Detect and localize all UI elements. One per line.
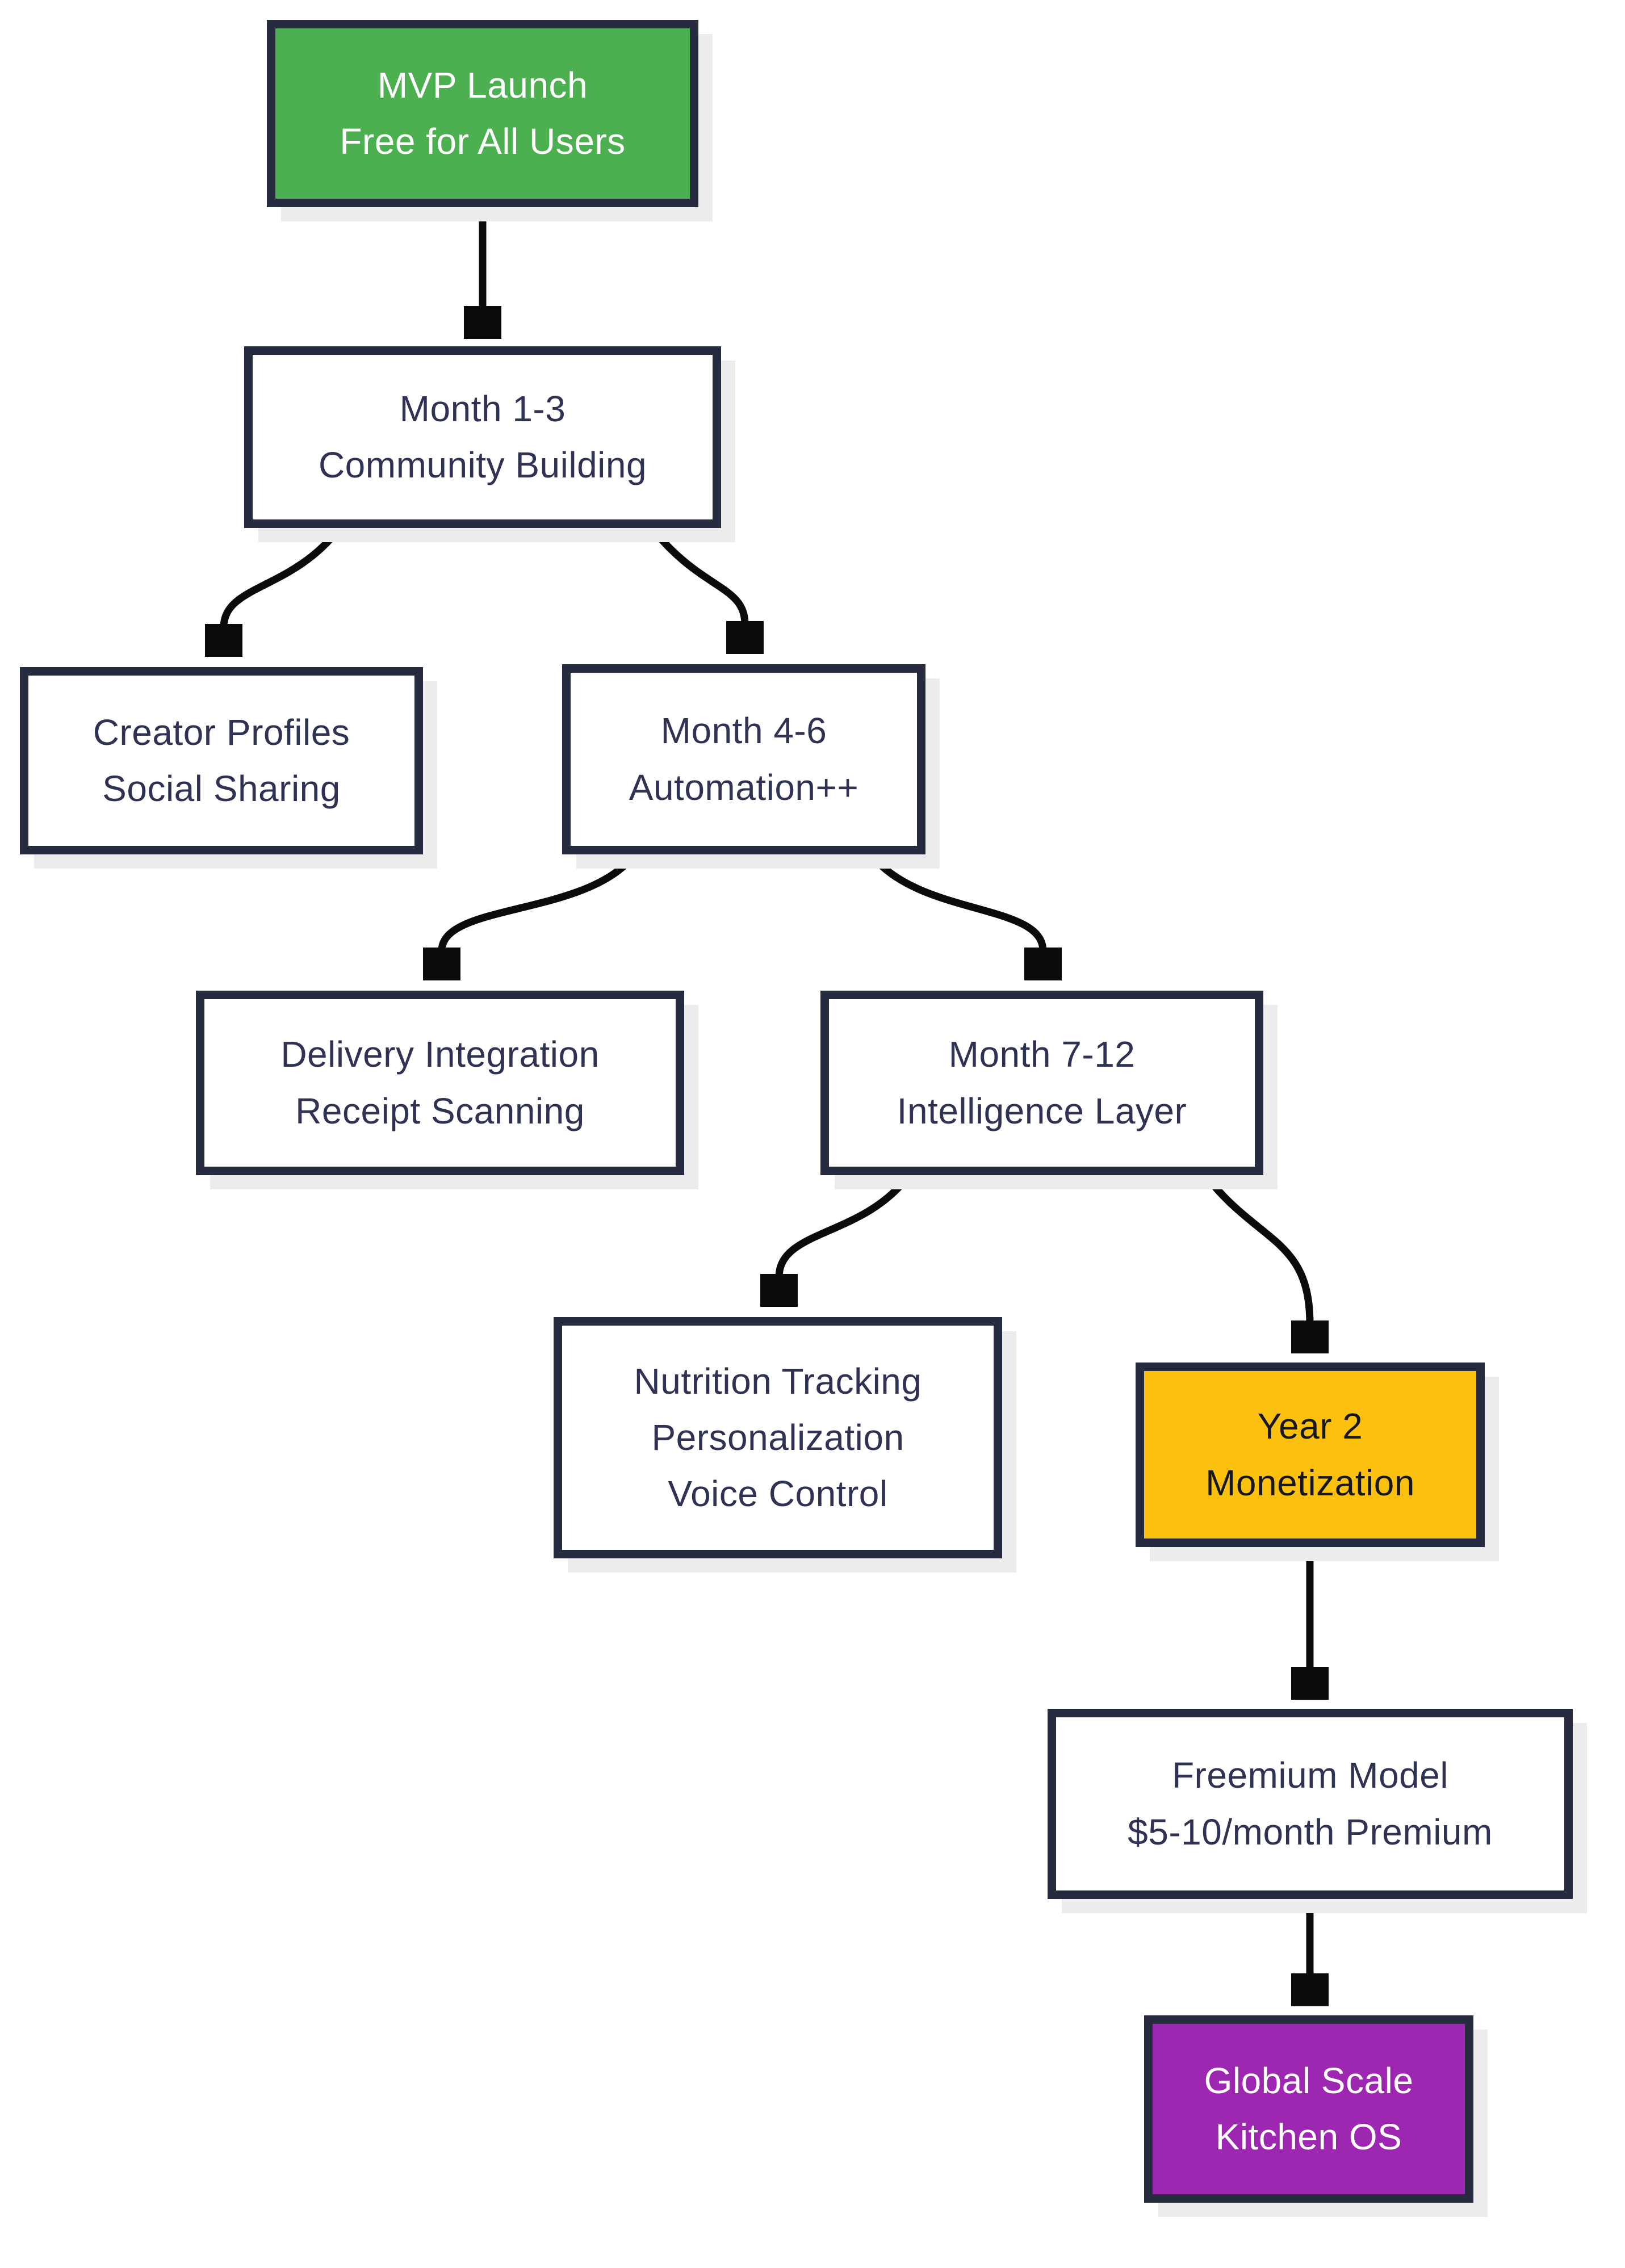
edge-month13-to-creator bbox=[224, 524, 344, 627]
edge-month13-to-month46 bbox=[648, 524, 745, 624]
node-nutrition-tracking: Nutrition Tracking Personalization Voice… bbox=[554, 1317, 1002, 1558]
node-line: Kitchen OS bbox=[1215, 2116, 1402, 2157]
node-freemium-model: Freemium Model $5-10/month Premium bbox=[1048, 1709, 1573, 1899]
node-line: Automation++ bbox=[629, 766, 859, 808]
node-line: Nutrition Tracking bbox=[634, 1360, 922, 1402]
node-line: Month 1-3 bbox=[399, 388, 566, 429]
node-line: Year 2 bbox=[1257, 1406, 1363, 1447]
node-line: MVP Launch bbox=[377, 64, 588, 106]
node-line: $5-10/month Premium bbox=[1128, 1811, 1493, 1852]
node-line: Delivery Integration bbox=[280, 1034, 600, 1075]
node-line: Personalization bbox=[651, 1416, 904, 1458]
node-year-2-monetization: Year 2 Monetization bbox=[1136, 1363, 1485, 1547]
edge-month46-to-month712 bbox=[867, 850, 1043, 951]
node-line: Monetization bbox=[1205, 1462, 1415, 1503]
node-line: Receipt Scanning bbox=[295, 1090, 585, 1131]
edge-month46-to-delivery bbox=[442, 850, 639, 951]
node-line: Free for All Users bbox=[340, 121, 626, 162]
node-mvp-launch: MVP Launch Free for All Users bbox=[267, 20, 698, 207]
node-line: Freemium Model bbox=[1171, 1755, 1449, 1796]
node-month-7-12: Month 7-12 Intelligence Layer bbox=[820, 991, 1263, 1175]
node-creator-profiles: Creator Profiles Social Sharing bbox=[20, 667, 423, 854]
node-line: Global Scale bbox=[1204, 2060, 1414, 2101]
edge-month712-to-year2 bbox=[1201, 1171, 1310, 1324]
node-line: Month 4-6 bbox=[660, 710, 827, 752]
node-delivery-integration: Delivery Integration Receipt Scanning bbox=[196, 991, 684, 1175]
node-month-1-3: Month 1-3 Community Building bbox=[244, 346, 721, 528]
node-line: Voice Control bbox=[668, 1473, 888, 1515]
node-line: Creator Profiles bbox=[93, 711, 350, 753]
node-line: Social Sharing bbox=[102, 768, 341, 809]
node-line: Community Building bbox=[318, 445, 647, 485]
node-line: Intelligence Layer bbox=[897, 1090, 1187, 1131]
node-line: Month 7-12 bbox=[948, 1034, 1136, 1075]
edge-month712-to-nutrition bbox=[779, 1171, 913, 1277]
node-month-4-6: Month 4-6 Automation++ bbox=[562, 664, 925, 854]
node-global-scale: Global Scale Kitchen OS bbox=[1144, 2015, 1473, 2203]
